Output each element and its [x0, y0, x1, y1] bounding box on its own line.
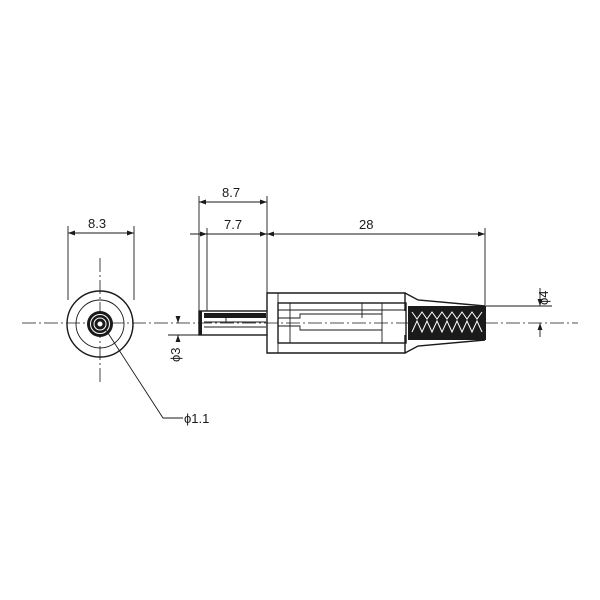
hole-leader-line [105, 329, 183, 419]
dimension-cable-diameter [486, 288, 552, 337]
front-inner-circle [75, 299, 125, 349]
tip-length-label: 7.7 [224, 217, 242, 232]
dimension-total-tip [198, 196, 268, 311]
front-view [66, 258, 183, 419]
front-center-hole [96, 320, 104, 328]
dimension-body [267, 228, 486, 306]
front-outer-circle [66, 290, 134, 358]
front-width-label: 8.3 [88, 216, 106, 231]
strain-relief-boot [408, 306, 486, 340]
dimension-tip [190, 228, 267, 311]
dimension-pin-diameter [168, 316, 199, 342]
cable-diameter-label: ϕ4 [536, 290, 551, 305]
side-view [198, 292, 486, 354]
hole-diameter-label: ϕ1.1 [184, 411, 209, 426]
body-length-label: 28 [359, 217, 373, 232]
total-tip-length-label: 8.7 [222, 185, 240, 200]
pin-diameter-label: ϕ3 [168, 347, 183, 362]
plug-body [277, 302, 407, 344]
dimension-front-width [67, 226, 135, 300]
